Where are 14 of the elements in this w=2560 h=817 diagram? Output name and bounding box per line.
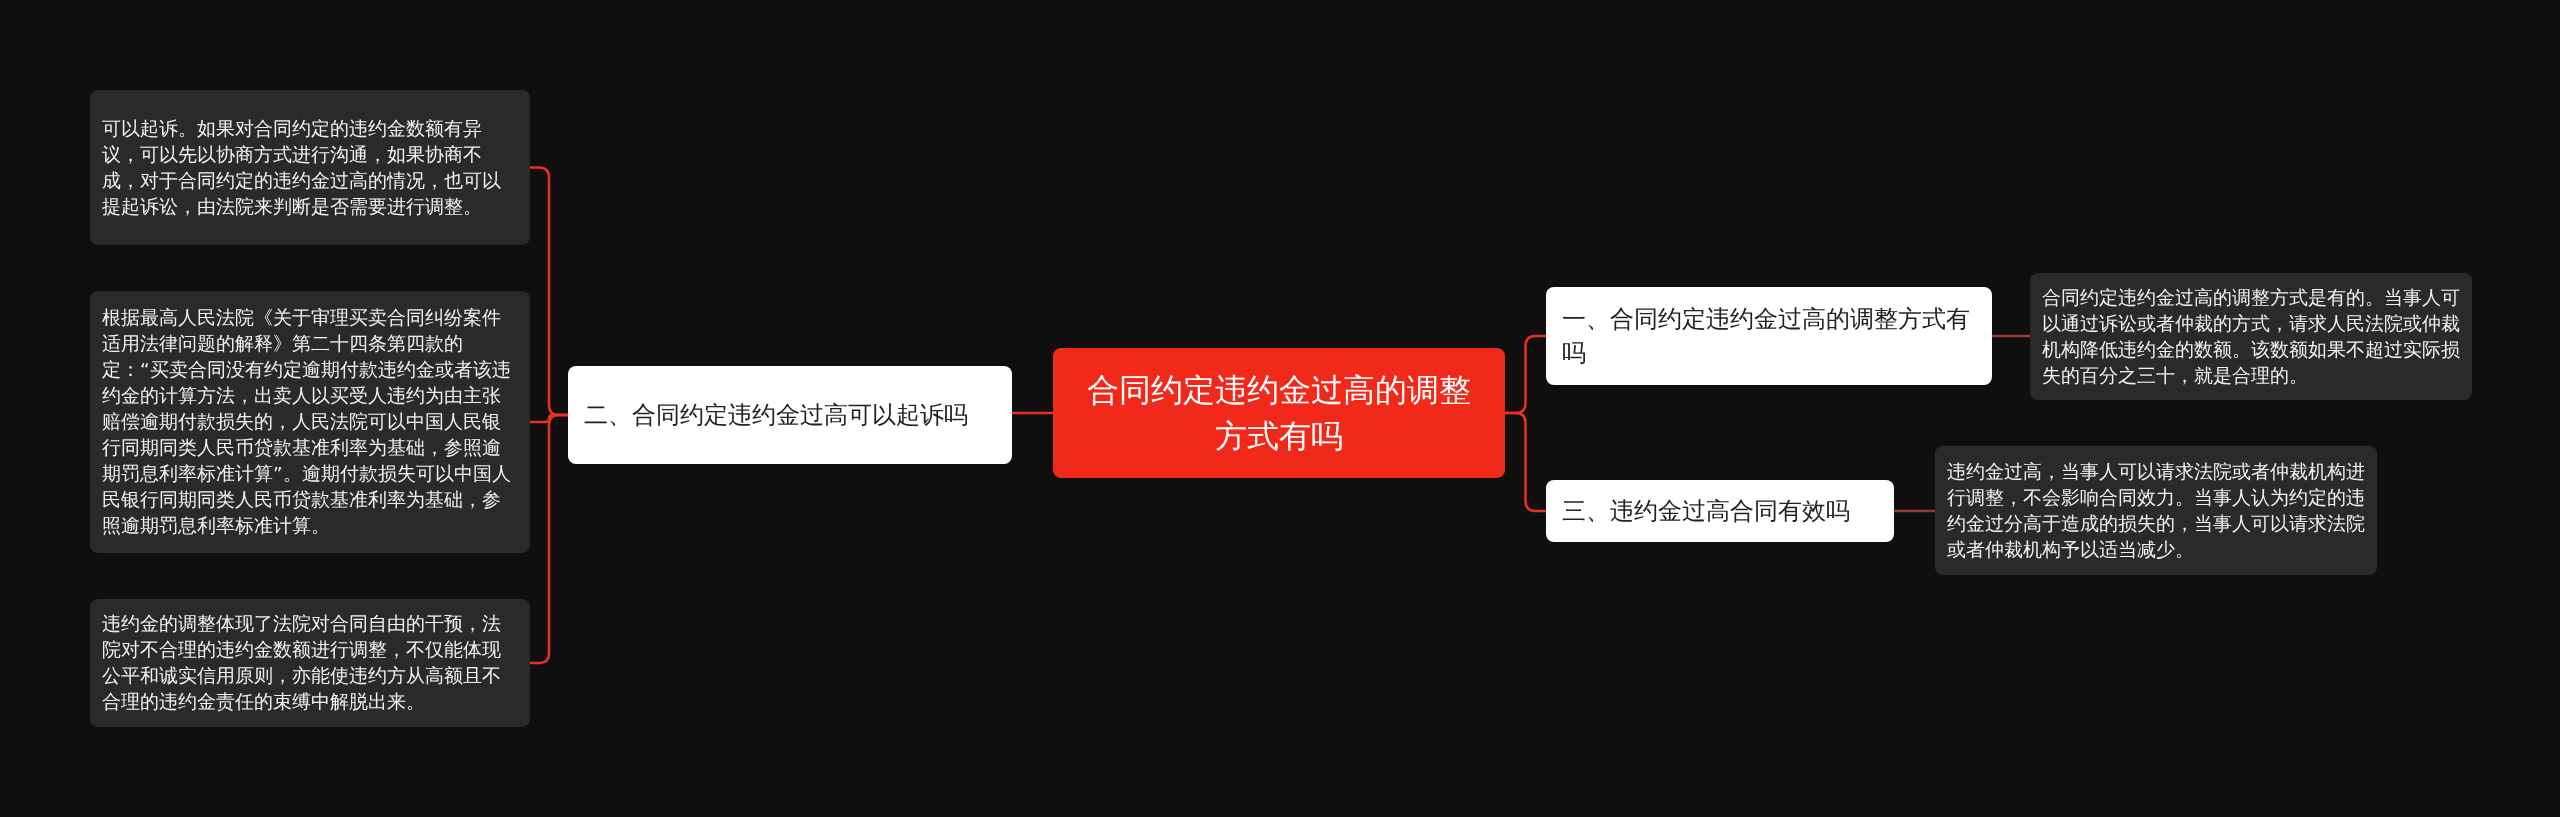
connector-line xyxy=(1894,509,1935,513)
note-card: 根据最高人民法院《关于审理买卖合同纠纷案件适用法律问题的解释》第二十四条第四款的定：“买卖合同没有约定逾期付款违约金或者该违约金的计算方法，出卖人以买受人违约为由主张赔偿逾期付款损失的，人民法院可以中国人民银行同期同类人民币贷款基准利率为基础，参照逾期罚息利率标准计算”。逾期付款损失可以中国人民银行同期同类人民币贷款基准利率为基础，参照逾期罚息利率标准计算。 xyxy=(90,291,530,553)
connector-line xyxy=(1012,411,1053,415)
note-card: 合同约定违约金过高的调整方式是有的。当事人可以通过诉讼或者仲裁的方式，请求人民法院或仲裁机构降低违约金的数额。该数额如果不超过实际损失的百分之三十，就是合理的。 xyxy=(2030,273,2472,400)
connector-line xyxy=(1992,334,2030,338)
topic-box: 二、合同约定违约金过高可以起诉吗 xyxy=(568,366,1012,464)
connector-line xyxy=(530,413,568,665)
topic-box: 三、违约金过高合同有效吗 xyxy=(1546,480,1894,542)
connector-line xyxy=(1505,411,1546,513)
note-card: 违约金的调整体现了法院对合同自由的干预，法院对不合理的违约金数额进行调整，不仅能体现公平和诚实信用原则，亦能使违约方从高额且不合理的违约金责任的束缚中解脱出来。 xyxy=(90,599,530,727)
topic-box: 一、合同约定违约金过高的调整方式有吗 xyxy=(1546,287,1992,385)
note-card: 可以起诉。如果对合同约定的违约金数额有异议，可以先以协商方式进行沟通，如果协商不成，对于合同约定的违约金过高的情况，也可以提起诉讼，由法院来判断是否需要进行调整。 xyxy=(90,90,530,245)
note-card: 违约金过高，当事人可以请求法院或者仲裁机构进行调整，不会影响合同效力。当事人认为约定的违约金过分高于造成的损失的，当事人可以请求法院或者仲裁机构予以适当减少。 xyxy=(1935,446,2377,575)
central-topic-box: 合同约定违约金过高的调整方式有吗 xyxy=(1053,348,1505,478)
